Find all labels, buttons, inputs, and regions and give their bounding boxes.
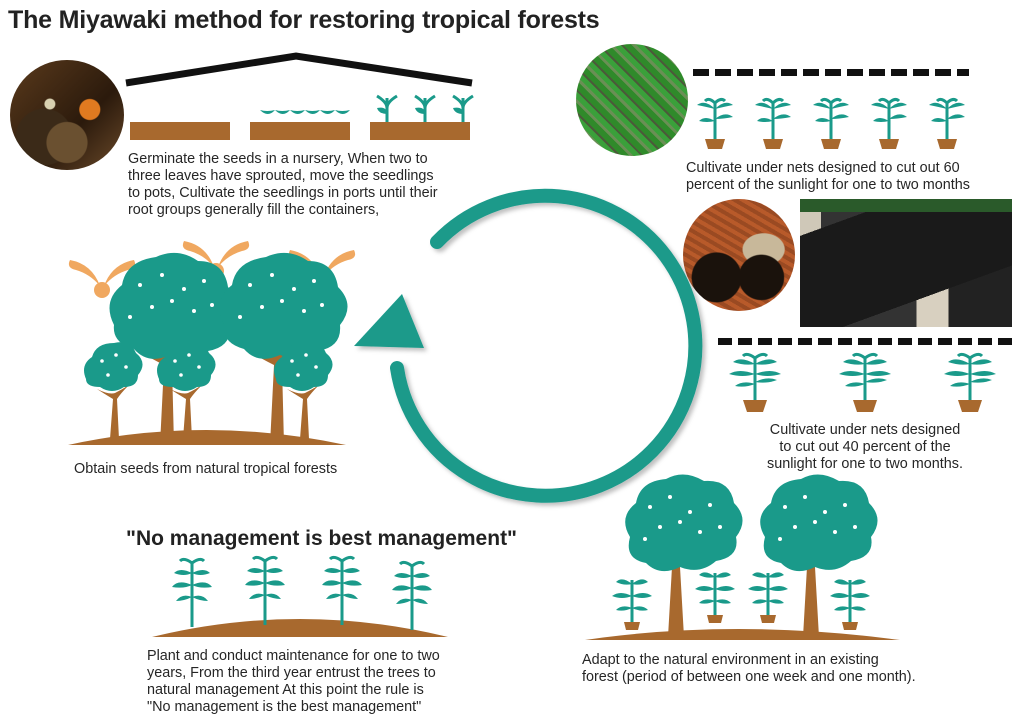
caption-line: "No management is the best management" <box>147 699 422 715</box>
seedling-tray-photo <box>576 44 688 156</box>
potted-seedling-icon <box>828 577 872 632</box>
potted-seedling-icon <box>753 97 793 151</box>
caption-line: sunlight for one to two months. <box>767 456 963 472</box>
caption-line: Obtain seeds from natural tropical fores… <box>74 461 338 477</box>
adapt-caption: Adapt to the natural environment in an e… <box>582 652 1002 686</box>
caption-line: forest (period of between one week and o… <box>582 669 916 685</box>
shade-net-icon <box>718 338 1012 345</box>
potted-seedling-icon <box>610 577 654 632</box>
tree-icon <box>84 342 143 439</box>
caption-line: to pots, Cultivate the seedlings in port… <box>128 185 438 201</box>
natural-forest-illustration <box>68 241 356 445</box>
potted-seedlings-row-40 <box>727 352 998 414</box>
caption-line: Germinate the seeds in a nursery, When t… <box>128 151 428 167</box>
potted-seedling-icon <box>727 352 783 414</box>
caption-line: root groups generally fill the container… <box>128 202 380 218</box>
potted-seedling-icon <box>837 352 893 414</box>
potted-seedling-icon <box>695 97 735 151</box>
sapling-icon <box>170 557 214 629</box>
shade-house-photo <box>800 199 1012 327</box>
seed-sprout-photo <box>10 60 124 170</box>
obtain-seeds-caption: Obtain seeds from natural tropical fores… <box>74 461 394 478</box>
potted-seedlings-row-60 <box>695 97 967 151</box>
ground-mound-icon <box>585 629 900 640</box>
tree-icon <box>219 252 348 445</box>
cycle-arrow-icon <box>354 188 703 503</box>
nursery-beds <box>130 94 474 140</box>
potted-seedling-icon <box>927 97 967 151</box>
root-ball-photo <box>683 199 795 311</box>
soil-bed-icon <box>250 122 350 140</box>
soil-bed-icon <box>370 122 470 140</box>
potted-seedling-icon <box>746 570 790 625</box>
sapling-icon <box>320 555 364 627</box>
potted-seedling-icon <box>811 97 851 151</box>
nursery-roof-icon <box>125 52 473 87</box>
caption-line: percent of the sunlight for one to two m… <box>686 177 970 193</box>
caption-line: three leaves have sprouted, move the see… <box>128 168 434 184</box>
mound-icon <box>152 619 448 637</box>
net60-caption: Cultivate under nets designed to cut out… <box>686 160 1024 194</box>
page-title: The Miyawaki method for restoring tropic… <box>8 6 600 34</box>
plant-caption: Plant and conduct maintenance for one to… <box>147 648 527 716</box>
planting-illustration <box>152 555 448 637</box>
soil-bed-icon <box>130 122 230 140</box>
sprout-icon <box>260 110 350 114</box>
sprout-icon <box>376 94 474 122</box>
caption-line: to cut out 40 percent of the <box>779 439 951 455</box>
adapt-forest-illustration <box>585 474 900 640</box>
potted-seedling-icon <box>942 352 998 414</box>
sapling-icon <box>243 555 287 627</box>
caption-line: natural management At this point the rul… <box>147 682 424 698</box>
no-management-heading: "No management is best management" <box>126 527 518 550</box>
potted-seedling-icon <box>869 97 909 151</box>
net40-caption: Cultivate under nets designed to cut out… <box>720 422 1010 473</box>
germinate-caption: Germinate the seeds in a nursery, When t… <box>128 151 498 219</box>
potted-seedling-icon <box>693 570 737 625</box>
caption-line: Cultivate under nets designed <box>769 422 961 438</box>
tree-icon <box>760 474 878 637</box>
caption-line: years, From the third year entrust the t… <box>147 665 436 681</box>
caption-line: Adapt to the natural environment in an e… <box>582 652 879 668</box>
caption-line: Cultivate under nets designed to cut out… <box>686 160 960 176</box>
shade-net-icon <box>693 69 969 76</box>
caption-line: Plant and conduct maintenance for one to… <box>147 648 440 664</box>
sapling-icon <box>390 560 434 632</box>
